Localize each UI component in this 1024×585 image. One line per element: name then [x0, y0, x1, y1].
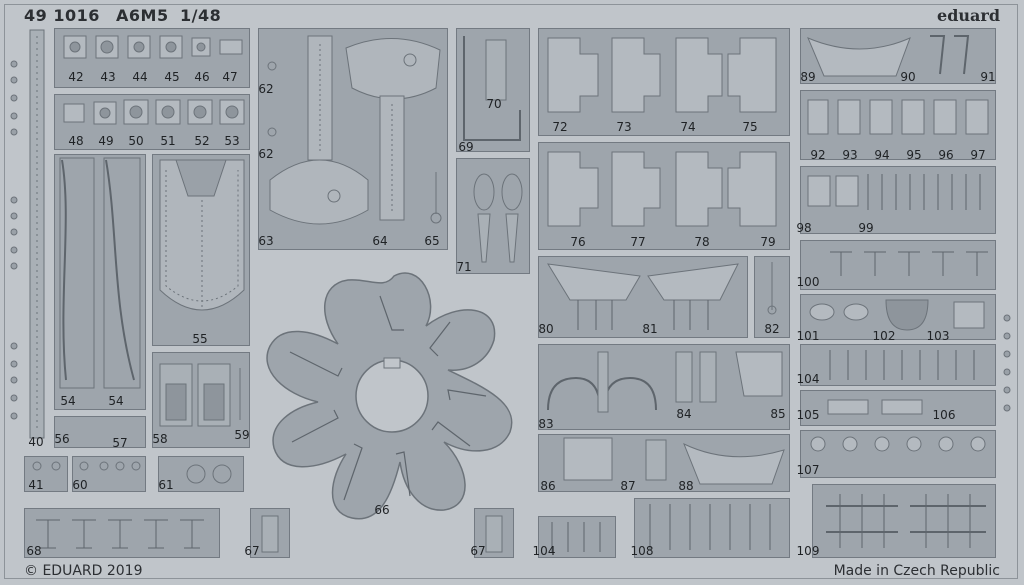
- part-label-66: 66: [374, 503, 390, 517]
- part-label-50: 50: [128, 134, 144, 148]
- part-label-65: 65: [424, 234, 440, 248]
- part-label-58: 58: [152, 432, 168, 446]
- part-label-71: 71: [456, 260, 472, 274]
- part-label-88: 88: [678, 479, 694, 493]
- part-label-72: 72: [552, 120, 568, 134]
- part-label-101: 101: [796, 329, 820, 343]
- part-label-61: 61: [158, 478, 174, 492]
- fret-panel-56-57: [54, 416, 146, 448]
- part-label-81: 81: [642, 322, 658, 336]
- part-label-54a: 54: [60, 394, 76, 408]
- part-label-67a: 67: [244, 544, 260, 558]
- fret-panel-61: [158, 456, 244, 492]
- part-label-90: 90: [900, 70, 916, 84]
- fret-panel-98-99: [800, 166, 996, 234]
- part-label-92: 92: [810, 148, 826, 162]
- fret-panel-92-97: [800, 90, 996, 160]
- part-label-86: 86: [540, 479, 556, 493]
- part-label-74: 74: [680, 120, 696, 134]
- part-label-98: 98: [796, 221, 812, 235]
- fret-panel-104b: [538, 516, 616, 558]
- part-label-97: 97: [970, 148, 986, 162]
- catalog-number: 49 1016: [24, 6, 100, 25]
- fret-panel-48-53: [54, 94, 250, 150]
- part-label-107: 107: [796, 463, 820, 477]
- part-label-59: 59: [234, 428, 250, 442]
- part-label-94: 94: [874, 148, 890, 162]
- part-label-53: 53: [224, 134, 240, 148]
- part-66-flower: [266, 272, 513, 520]
- part-label-93: 93: [842, 148, 858, 162]
- part-label-85: 85: [770, 407, 786, 421]
- part-label-106: 106: [932, 408, 956, 422]
- part-label-91: 91: [980, 70, 996, 84]
- part-label-99: 99: [858, 221, 874, 235]
- fret-panel-100: [800, 240, 996, 290]
- part-label-62b: 62: [258, 147, 274, 161]
- brand-logo: eduard: [937, 6, 1000, 25]
- part-label-75: 75: [742, 120, 758, 134]
- copyright-text: © EDUARD 2019: [24, 563, 143, 579]
- part-label-95: 95: [906, 148, 922, 162]
- part-label-77: 77: [630, 235, 646, 249]
- part-label-60: 60: [72, 478, 88, 492]
- part-label-78: 78: [694, 235, 710, 249]
- part-label-76: 76: [570, 235, 586, 249]
- part-label-43: 43: [100, 70, 116, 84]
- part-label-105: 105: [796, 408, 820, 422]
- part-label-104b: 104: [532, 544, 556, 558]
- part-label-96: 96: [938, 148, 954, 162]
- part-label-45: 45: [164, 70, 180, 84]
- part-label-46: 46: [194, 70, 210, 84]
- part-label-57: 57: [112, 436, 128, 450]
- part-label-70: 70: [486, 97, 502, 111]
- part-label-48: 48: [68, 134, 84, 148]
- part-label-100: 100: [796, 275, 820, 289]
- fret-panel-42-47: [54, 28, 250, 88]
- part-label-103: 103: [926, 329, 950, 343]
- part-label-83: 83: [538, 417, 554, 431]
- part-label-44: 44: [132, 70, 148, 84]
- part-label-42: 42: [68, 70, 84, 84]
- part-label-80: 80: [538, 322, 554, 336]
- part-label-79: 79: [760, 235, 776, 249]
- aircraft-name: A6M5: [116, 6, 169, 25]
- part-label-84: 84: [676, 407, 692, 421]
- fret-panel-108: [634, 498, 790, 558]
- part-label-63: 63: [258, 234, 274, 248]
- fret-panel-104a: [800, 344, 996, 386]
- part-label-67b: 67: [470, 544, 486, 558]
- part-label-82: 82: [764, 322, 780, 336]
- fret-panel-41: [24, 456, 68, 492]
- part-label-56: 56: [54, 432, 70, 446]
- part-label-55: 55: [192, 332, 208, 346]
- part-label-109: 109: [796, 544, 820, 558]
- part-label-104a: 104: [796, 372, 820, 386]
- part-label-52: 52: [194, 134, 210, 148]
- part-label-54b: 54: [108, 394, 124, 408]
- part-label-64: 64: [372, 234, 388, 248]
- part-label-89: 89: [800, 70, 816, 84]
- fret-panel-107: [800, 430, 996, 478]
- origin-text: Made in Czech Republic: [833, 563, 1000, 579]
- fret-panel-109: [812, 484, 996, 558]
- part-label-41: 41: [28, 478, 44, 492]
- part-label-69: 69: [458, 140, 474, 154]
- part-label-62a: 62: [258, 82, 274, 96]
- part-label-68: 68: [26, 544, 42, 558]
- part-label-40: 40: [28, 435, 44, 449]
- fret-outer-frame: [4, 4, 1018, 579]
- part-label-108: 108: [630, 544, 654, 558]
- part-label-49: 49: [98, 134, 114, 148]
- part-label-73: 73: [616, 120, 632, 134]
- part-label-102: 102: [872, 329, 896, 343]
- part-label-47: 47: [222, 70, 238, 84]
- scale-label: 1/48: [180, 6, 222, 25]
- fret-panel-68: [24, 508, 220, 558]
- part-label-51: 51: [160, 134, 176, 148]
- part-label-87: 87: [620, 479, 636, 493]
